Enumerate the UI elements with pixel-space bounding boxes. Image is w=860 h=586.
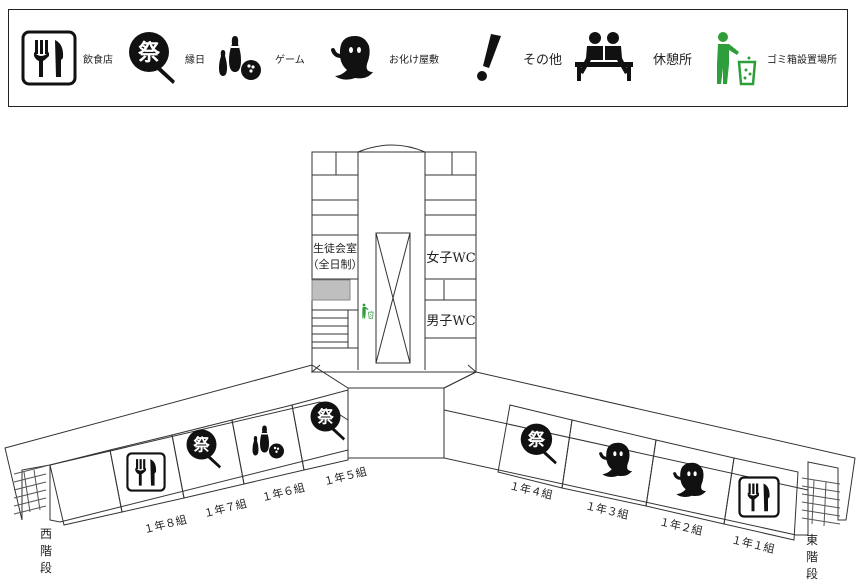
legend-festival-label: 縁日 xyxy=(185,54,205,66)
legend-other: その他 xyxy=(461,10,562,106)
label-1-7: １年７組 xyxy=(202,496,248,520)
legend-food-label: 飲食店 xyxy=(83,54,113,66)
west-stairs-char-1: 西 xyxy=(40,527,52,541)
student-council-note: （全日制） xyxy=(308,257,363,271)
class-1-4-festival-icon xyxy=(519,422,559,466)
womens-wc xyxy=(424,234,477,280)
west-stairs-char-3: 段 xyxy=(40,560,52,575)
label-1-3: １年３組 xyxy=(584,498,630,522)
student-council-label: 生徒会室 xyxy=(313,241,357,255)
legend-trash-label: ゴミ箱設置場所 xyxy=(767,54,837,66)
class-1-8-food-icon xyxy=(126,452,166,492)
east-stairs-char-3: 段 xyxy=(806,566,818,581)
room-1-8 xyxy=(49,449,123,526)
womens-wc-label: 女子WC xyxy=(426,250,475,266)
west-stairs-char-2: 階 xyxy=(40,543,52,558)
class-1-6-bowling-icon xyxy=(252,425,284,459)
class-1-2-ghost-icon xyxy=(673,461,708,499)
class-1-3-ghost-icon xyxy=(599,441,634,479)
room-1-5 xyxy=(291,389,349,471)
label-1-4: １年４組 xyxy=(508,478,554,502)
legend-other-label: その他 xyxy=(523,52,563,68)
east-stairs-char-2: 階 xyxy=(806,549,818,564)
legend-haunted-label: お化け屋敷 xyxy=(389,54,439,66)
legend-rest-label: 休憩所 xyxy=(653,52,693,68)
legend-game: ゲーム xyxy=(213,10,305,106)
legend-haunted: お化け屋敷 xyxy=(327,10,439,106)
label-1-8: １年８組 xyxy=(142,512,188,536)
class-1-5-festival-icon xyxy=(309,400,347,442)
mens-wc-label: 男子WC xyxy=(426,314,475,329)
mens-wc xyxy=(424,299,477,339)
east-stairs-char-1: 東 xyxy=(806,533,818,547)
student-council-room xyxy=(311,234,359,280)
legend-game-label: ゲーム xyxy=(275,54,305,66)
label-1-6: １年６組 xyxy=(260,480,306,504)
trash-location-icon xyxy=(361,303,374,319)
label-1-5: １年５組 xyxy=(322,464,368,488)
room-1-1 xyxy=(723,457,799,541)
label-1-1: １年１組 xyxy=(730,532,776,556)
legend-festival: 縁日 xyxy=(123,10,205,106)
legend: 飲食店 縁日 ゲーム お化け屋敷 その他 休憩所 ゴミ箱設置場所 xyxy=(8,9,848,107)
class-1-1-food-icon xyxy=(738,476,780,518)
legend-trash: ゴミ箱設置場所 xyxy=(709,10,837,106)
legend-rest: 休憩所 xyxy=(569,10,692,106)
legend-food: 飲食店 xyxy=(21,10,113,106)
class-1-7-festival-icon xyxy=(185,428,223,470)
